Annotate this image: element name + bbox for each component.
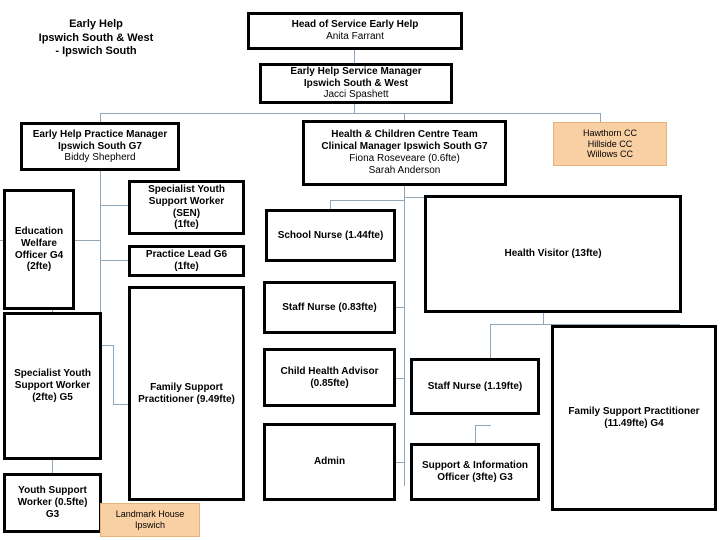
node-clinical-manager[interactable]: Health & Children Centre Team Clinical M… [302, 120, 507, 186]
connector-health-visitor-bus [490, 324, 680, 325]
connector-to-staff-nurse-083 [396, 307, 404, 308]
connector-manager-bus [100, 113, 600, 114]
node-admin[interactable]: Admin [263, 423, 396, 501]
page-title-text: Early Help Ipswich South & West - Ipswic… [38, 17, 154, 58]
node-staff-nurse-119[interactable]: Staff Nurse (1.19fte) [410, 358, 540, 415]
node-practice-manager[interactable]: Early Help Practice Manager Ipswich Sout… [20, 122, 180, 171]
node-family-support-practitioner-949[interactable]: Family Support Practitioner (9.49fte) [128, 286, 245, 501]
connector-clinical-manager-trunk [404, 186, 405, 486]
node-youth-support-worker-g3-text: Youth Support Worker (0.5fte) G3 [17, 485, 88, 520]
node-clinical-manager-title: Health & Children Centre Team Clinical M… [321, 129, 488, 153]
node-clinical-manager-name: Fiona Roseveare (0.6fte) Sarah Anderson [349, 153, 460, 176]
node-staff-nurse-119-text: Staff Nurse (1.19fte) [427, 380, 523, 392]
node-child-health-advisor-text: Child Health Advisor (0.85fte) [280, 365, 379, 389]
connector-to-sen-worker [100, 205, 128, 206]
connector-bus-to-childrens-centres [600, 113, 601, 123]
node-staff-nurse-083[interactable]: Staff Nurse (0.83fte) [263, 281, 396, 334]
node-specialist-youth-support-worker-g5[interactable]: Specialist Youth Support Worker (2fte) G… [3, 312, 102, 460]
node-school-nurse-text: School Nurse (1.44fte) [277, 229, 384, 241]
connector-to-school-nurse [330, 200, 404, 201]
connector-syw-to-ysw [52, 460, 53, 473]
node-health-visitor[interactable]: Health Visitor (13fte) [424, 195, 682, 313]
node-youth-support-worker-g3[interactable]: Youth Support Worker (0.5fte) G3 [3, 473, 102, 533]
node-specialist-youth-support-worker-sen[interactable]: Specialist Youth Support Worker (SEN) (1… [128, 180, 245, 235]
connector-bus-to-staff-nurse-119 [490, 324, 491, 386]
node-practice-lead-g6[interactable]: Practice Lead G6 (1fte) [128, 245, 245, 277]
connector-to-child-health-advisor [396, 378, 404, 379]
node-practice-manager-name: Biddy Shepherd [64, 152, 136, 164]
connector-to-family-support-practitioner [113, 404, 129, 405]
node-school-nurse[interactable]: School Nurse (1.44fte) [265, 209, 396, 262]
connector-school-nurse-stem [330, 200, 331, 209]
node-staff-nurse-083-text: Staff Nurse (0.83fte) [282, 301, 377, 313]
node-family-support-practitioner-1149-text: Family Support Practitioner (11.49fte) G… [568, 406, 700, 429]
node-head-of-service[interactable]: Head of Service Early Help Anita Farrant [247, 12, 463, 50]
node-support-information-officer-text: Support & Information Officer (3fte) G3 [421, 460, 529, 483]
node-support-information-officer[interactable]: Support & Information Officer (3fte) G3 [410, 443, 540, 501]
node-family-support-practitioner-949-text: Family Support Practitioner (9.49fte) [138, 381, 235, 405]
page-title: Early Help Ipswich South & West - Ipswic… [6, 4, 186, 59]
connector-fsp-drop [113, 345, 114, 405]
connector-to-support-info-officer [475, 425, 476, 443]
node-service-manager-title: Early Help Service Manager Ipswich South… [290, 65, 422, 89]
connector-to-practice-lead [100, 260, 128, 261]
callout-landmark-house[interactable]: Landmark House Ipswich [100, 503, 200, 537]
callout-landmark-house-text: Landmark House Ipswich [115, 509, 185, 530]
node-service-manager[interactable]: Early Help Service Manager Ipswich South… [259, 63, 453, 104]
connector-manager-stem [354, 103, 355, 114]
connector-practice-manager-trunk [100, 171, 101, 346]
node-child-health-advisor[interactable]: Child Health Advisor (0.85fte) [263, 348, 396, 407]
node-admin-text: Admin [313, 456, 346, 468]
node-specialist-youth-support-worker-g5-text: Specialist Youth Support Worker (2fte) G… [14, 368, 91, 403]
node-education-welfare-officer-text: Education Welfare Officer G4 (2fte) [14, 225, 64, 273]
node-health-visitor-text: Health Visitor (13fte) [504, 248, 602, 260]
node-specialist-youth-support-worker-sen-text: Specialist Youth Support Worker (SEN) (1… [148, 183, 225, 231]
connector-bus-to-practice-manager [100, 113, 101, 122]
node-head-of-service-name: Anita Farrant [326, 31, 384, 42]
node-service-manager-name: Jacci Spashett [323, 89, 389, 101]
connector-head-to-manager [354, 49, 355, 63]
node-family-support-practitioner-1149[interactable]: Family Support Practitioner (11.49fte) G… [551, 325, 717, 511]
connector-to-admin [396, 462, 404, 463]
connector-bus-to-clinical-manager [404, 113, 405, 120]
callout-childrens-centres-text: Hawthorn CC Hillside CC Willows CC [582, 127, 638, 160]
node-head-of-service-title: Head of Service Early Help [291, 19, 419, 31]
callout-childrens-centres[interactable]: Hawthorn CC Hillside CC Willows CC [553, 122, 667, 166]
node-education-welfare-officer[interactable]: Education Welfare Officer G4 (2fte) [3, 189, 75, 310]
connector-fsp-branch [100, 345, 114, 346]
node-practice-lead-g6-text: Practice Lead G6 (1fte) [145, 249, 228, 272]
connector-support-info-bus [475, 425, 491, 426]
connector-health-visitor-stem [543, 313, 544, 325]
node-practice-manager-title: Early Help Practice Manager Ipswich Sout… [32, 128, 168, 152]
